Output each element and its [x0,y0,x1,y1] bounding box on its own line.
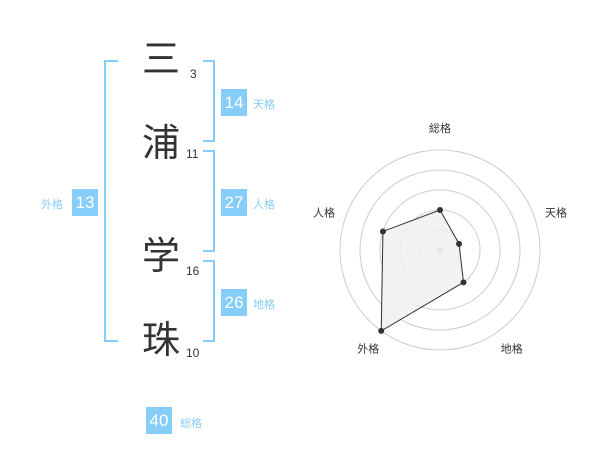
tenkaku-bracket [203,60,215,142]
name-char-4: 珠 [142,318,181,362]
chikaku-value: 26 [221,289,247,316]
gaikaku-value: 13 [72,189,98,216]
tenkaku-value: 14 [221,89,247,116]
stroke-count-1: 3 [190,67,197,81]
stroke-count-3: 16 [186,264,200,278]
radar-point-2 [456,240,463,247]
radar-point-4 [378,327,385,334]
jinkaku-value: 27 [221,189,247,216]
tenkaku-label: 天格 [253,98,275,111]
name-char-1: 三 [142,37,181,81]
radar-point-1 [437,207,443,213]
radar-grid-ring-3 [379,189,501,311]
radar-axis-label-3: 地格 [501,342,523,356]
gaikaku-bracket [104,60,118,342]
name-char-2: 浦 [142,121,181,165]
radar-axis-label-2: 天格 [545,205,567,219]
radar-series-polygon [380,209,465,332]
name-char-3: 学 [142,234,181,278]
radar-point-5 [379,228,386,235]
soukaku-label: 総格 [180,417,202,430]
jinkaku-bracket [203,150,215,252]
stroke-count-4: 10 [186,346,200,360]
jinkaku-label: 人格 [253,198,275,211]
radar-grid-ring-5 [339,149,541,351]
radar-point-3 [460,279,467,286]
radar-axis-label-5: 人格 [313,205,335,219]
radar-axis-label-4: 外格 [357,342,379,356]
stroke-count-2: 11 [186,147,199,161]
chikaku-bracket [203,260,215,342]
radar-axis-label-1: 総格 [429,121,451,135]
gaikaku-label: 外格 [41,198,63,211]
chikaku-label: 地格 [253,298,275,311]
radar-grid-ring-4 [359,169,521,331]
soukaku-value: 40 [146,407,172,434]
